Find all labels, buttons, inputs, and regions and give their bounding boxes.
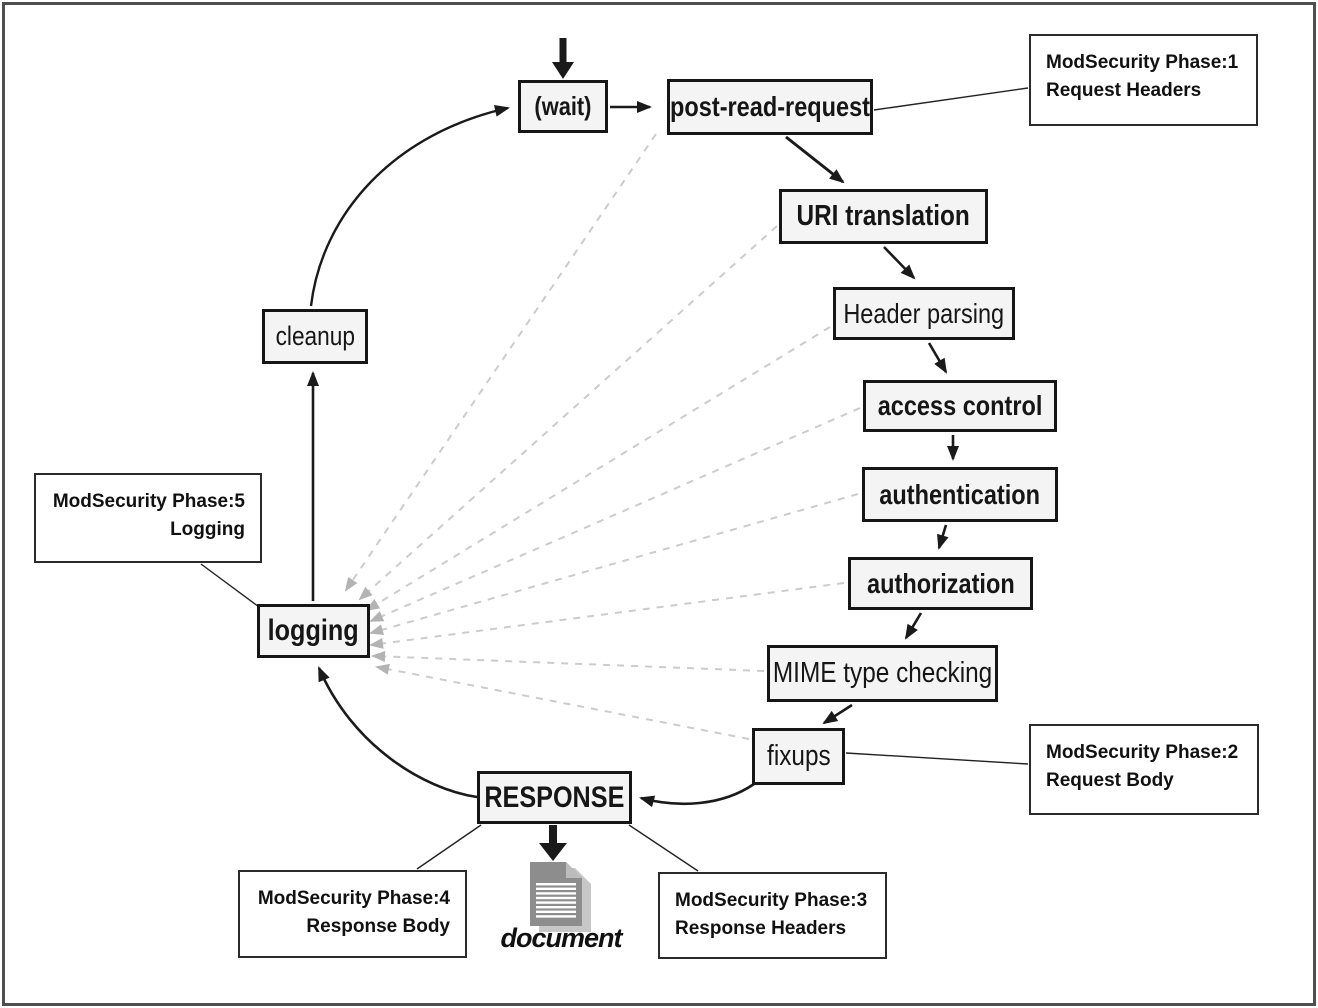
main-flow-arrows [307, 101, 959, 808]
callout-phase-2-line-1: ModSecurity Phase:2 [1046, 742, 1239, 763]
node-response: RESPONSE [477, 771, 632, 824]
node-mime-type-checking: MIME type checking [767, 645, 998, 702]
callout-phase-4-line-2: Response Body [306, 916, 450, 937]
node-authorization: authorization [848, 557, 1033, 610]
node-logging-label: logging [268, 614, 359, 647]
node-authentication-label: authentication [879, 478, 1041, 510]
node-mime-type-checking-label: MIME type checking [772, 657, 993, 689]
callout-modsecurity-phase-2: ModSecurity Phase:2 Request Body [1029, 724, 1259, 815]
callout-modsecurity-phase-1: ModSecurity Phase:1 Request Headers [1029, 34, 1258, 126]
document-icon [530, 862, 591, 932]
node-access-control-label: access control [877, 390, 1043, 421]
node-post-read-request-label: post-read-request [670, 91, 870, 122]
callout-phase-2-line-2: Request Body [1046, 770, 1174, 791]
node-authentication: authentication [862, 467, 1058, 522]
node-wait: (wait) [518, 80, 608, 133]
callout-phase-1-line-1: ModSecurity Phase:1 [1046, 52, 1239, 73]
node-authorization-label: authorization [866, 567, 1015, 599]
callout-phase-4-line-1: ModSecurity Phase:4 [257, 888, 450, 909]
dashed-logging-feed-arrows [344, 133, 861, 740]
callout-connector-lines [200, 87, 1029, 872]
node-header-parsing: Header parsing [833, 287, 1015, 340]
callout-phase-3-line-1: ModSecurity Phase:3 [675, 890, 868, 911]
node-header-parsing-label: Header parsing [843, 297, 1005, 329]
node-fixups: fixups [752, 728, 845, 785]
node-cleanup-label: cleanup [275, 321, 355, 351]
node-response-label: RESPONSE [484, 780, 625, 814]
node-fixups-label: fixups [766, 740, 831, 772]
callout-modsecurity-phase-3: ModSecurity Phase:3 Response Headers [658, 872, 887, 959]
node-uri-translation-label: URI translation [796, 200, 971, 232]
callout-phase-3-line-2: Response Headers [675, 918, 847, 939]
callout-phase-1-line-2: Request Headers [1046, 80, 1202, 101]
node-wait-label: (wait) [534, 91, 592, 121]
response-to-document-arrow [539, 825, 567, 861]
callout-phase-5-line-1: ModSecurity Phase:5 [52, 491, 245, 512]
document-label: document [500, 923, 622, 953]
callout-modsecurity-phase-4: ModSecurity Phase:4 Response Body [238, 870, 467, 958]
callout-modsecurity-phase-5: ModSecurity Phase:5 Logging [34, 473, 262, 563]
entry-arrow [552, 38, 574, 79]
node-post-read-request: post-read-request [667, 79, 873, 135]
node-uri-translation: URI translation [779, 189, 988, 244]
callout-phase-5-line-2: Logging [170, 519, 245, 540]
node-access-control: access control [863, 380, 1057, 432]
node-cleanup: cleanup [262, 309, 368, 364]
node-logging: logging [257, 604, 370, 658]
